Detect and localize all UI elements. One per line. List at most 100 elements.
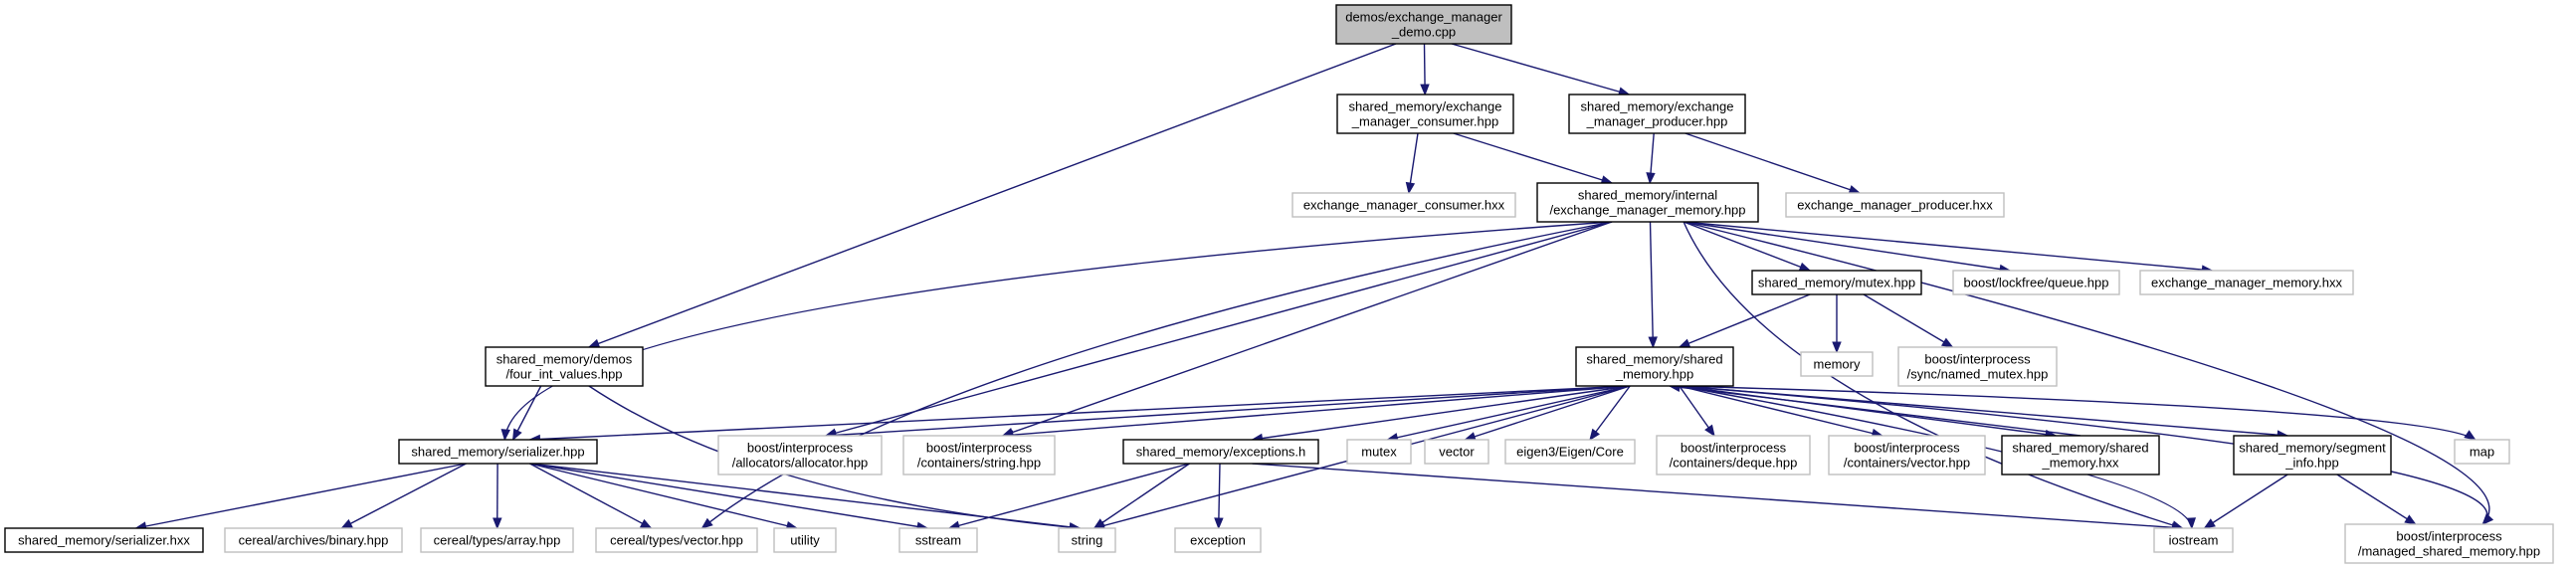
node-four-int[interactable]: shared_memory/demos/four_int_values.hpp bbox=[485, 346, 644, 387]
edge-line bbox=[1679, 385, 2477, 441]
node-label-line: _memory.hxx bbox=[2041, 456, 2119, 471]
edge-line bbox=[701, 221, 1613, 529]
node-serializer-hpp[interactable]: shared_memory/serializer.hpp bbox=[398, 439, 598, 465]
node-consumer-hpp[interactable]: shared_memory/exchange_manager_consumer.… bbox=[1336, 94, 1514, 134]
edge-arrowhead bbox=[1940, 337, 1954, 348]
node-label-line: boost/interprocess bbox=[1854, 441, 1960, 456]
edge-demo-to-producer_hpp bbox=[1451, 43, 1631, 96]
node-label-line: shared_memory/shared bbox=[1586, 352, 1722, 367]
node-label-line: /four_int_values.hpp bbox=[505, 367, 622, 382]
node-box bbox=[1952, 270, 2120, 295]
edge-line bbox=[1451, 43, 1630, 95]
node-box bbox=[1336, 94, 1514, 134]
edge-mutex_hpp-to-shared_hpp bbox=[1678, 293, 1811, 348]
edge-exceptions_h-to-exception_std bbox=[1214, 463, 1224, 530]
node-memory-std: memory bbox=[1800, 351, 1874, 377]
nodes-layer: demos/exchange_manager_demo.cpp shared_me… bbox=[4, 4, 2554, 564]
node-label-line: shared_memory/demos bbox=[496, 352, 633, 367]
node-demo[interactable]: demos/exchange_manager_demo.cpp bbox=[1335, 4, 1512, 45]
node-label-line: shared_memory/serializer.hxx bbox=[18, 533, 190, 548]
edge-memory_hpp-to-shared_hpp bbox=[1648, 221, 1658, 349]
edge-segment_info-to-iostream_std bbox=[2203, 474, 2288, 529]
node-box bbox=[398, 439, 598, 465]
node-sstream-std: sstream bbox=[898, 527, 978, 553]
edge-shared_hpp-to-map_std bbox=[1679, 385, 2477, 441]
node-cereal-vector: cereal/types/vector.hpp bbox=[595, 527, 758, 553]
node-label-line: cereal/archives/binary.hpp bbox=[239, 533, 389, 548]
node-box bbox=[2344, 523, 2554, 564]
node-label-line: /containers/vector.hpp bbox=[1844, 456, 1970, 471]
edge-shared_hpp-to-exceptions_h bbox=[1251, 385, 1631, 444]
edge-arrowhead bbox=[1589, 428, 1600, 442]
edge-line bbox=[825, 221, 1613, 437]
node-label-line: map bbox=[2470, 445, 2494, 460]
edge-arrowhead bbox=[639, 518, 653, 529]
node-box bbox=[2454, 439, 2510, 465]
edge-arrowhead bbox=[493, 517, 502, 530]
node-label-line: shared_memory/exceptions.h bbox=[1136, 445, 1306, 460]
node-box bbox=[2153, 527, 2234, 553]
edge-line bbox=[1589, 385, 1631, 441]
node-label-line: /exchange_manager_memory.hpp bbox=[1549, 203, 1745, 218]
edge-line bbox=[1683, 221, 2183, 529]
edge-line bbox=[1252, 463, 2183, 529]
node-label-line: boost/interprocess bbox=[2396, 529, 2502, 544]
node-label-line: _info.hpp bbox=[2284, 456, 2339, 471]
node-producer-hpp[interactable]: shared_memory/exchange_manager_producer.… bbox=[1568, 94, 1746, 134]
node-segment-info[interactable]: shared_memory/segment_info.hpp bbox=[2233, 435, 2392, 475]
node-label-line: boost/interprocess bbox=[1924, 352, 2031, 367]
node-shared-hpp[interactable]: shared_memory/shared_memory.hpp bbox=[1575, 346, 1734, 387]
edge-line bbox=[1679, 385, 1882, 437]
edge-memory_hpp-to-containers_string bbox=[1001, 221, 1613, 438]
node-box bbox=[1424, 439, 1489, 465]
edge-serializer_hpp-to-cereal_array bbox=[493, 463, 502, 530]
edge-arrowhead bbox=[587, 338, 601, 348]
edge-demo-to-four_int bbox=[587, 43, 1397, 348]
node-memory-hpp[interactable]: shared_memory/internal/exchange_manager_… bbox=[1536, 182, 1759, 223]
edge-shared_hpp-to-deque bbox=[1679, 385, 1715, 438]
edge-line bbox=[135, 463, 467, 529]
node-box bbox=[1828, 435, 1986, 475]
node-box bbox=[1335, 4, 1512, 45]
node-label-line: boost/interprocess bbox=[926, 441, 1033, 456]
node-label-line: shared_memory/exchange bbox=[1581, 99, 1734, 114]
node-label-line: boost/interprocess bbox=[747, 441, 854, 456]
node-box bbox=[717, 435, 883, 475]
node-label-line: exchange_manager_consumer.hxx bbox=[1303, 198, 1505, 213]
edge-line bbox=[341, 463, 467, 529]
node-cereal-array: cereal/types/array.hpp bbox=[420, 527, 574, 553]
node-box bbox=[2139, 270, 2354, 295]
edge-line bbox=[1002, 385, 1631, 437]
node-label-line: /managed_shared_memory.hpp bbox=[2358, 544, 2540, 559]
edge-arrowhead bbox=[1648, 336, 1658, 349]
node-box bbox=[420, 527, 574, 553]
edge-arrowhead bbox=[700, 517, 713, 529]
node-label-line: shared_memory/exchange bbox=[1349, 99, 1502, 114]
edge-line bbox=[1683, 221, 1811, 272]
node-cereal-binary: cereal/archives/binary.hpp bbox=[224, 527, 403, 553]
edge-serializer_hpp-to-cereal_vector bbox=[529, 463, 653, 529]
node-named-mutex: boost/interprocess/sync/named_mutex.hpp bbox=[1897, 346, 2058, 387]
node-exceptions-h[interactable]: shared_memory/exceptions.h bbox=[1122, 439, 1319, 465]
edge-memory_hpp-to-serializer_hpp bbox=[500, 221, 1613, 442]
node-eigen: eigen3/Eigen/Core bbox=[1504, 439, 1636, 465]
edge-line bbox=[1093, 463, 1190, 529]
node-serializer-hxx[interactable]: shared_memory/serializer.hxx bbox=[4, 527, 204, 553]
edge-line bbox=[1252, 385, 1631, 441]
edge-arrowhead bbox=[2481, 513, 2493, 525]
node-shared-hxx[interactable]: shared_memory/shared_memory.hxx bbox=[2001, 435, 2160, 475]
node-box bbox=[595, 527, 758, 553]
edge-line bbox=[1669, 385, 2081, 437]
edge-arrowhead bbox=[2404, 514, 2417, 525]
edge-line bbox=[529, 463, 652, 529]
node-producer-hxx: exchange_manager_producer.hxx bbox=[1785, 192, 2005, 218]
node-label-line: _demo.cpp bbox=[1391, 25, 1456, 40]
node-mutex-hpp[interactable]: shared_memory/mutex.hpp bbox=[1751, 270, 1922, 295]
edge-line bbox=[1649, 221, 1655, 348]
node-label-line: mutex bbox=[1361, 445, 1397, 460]
edge-line bbox=[1465, 385, 1631, 441]
node-label-line: cereal/types/array.hpp bbox=[434, 533, 561, 548]
node-label-line: shared_memory/serializer.hpp bbox=[411, 445, 584, 460]
edge-arrowhead bbox=[1678, 338, 1691, 348]
node-box bbox=[485, 346, 644, 387]
